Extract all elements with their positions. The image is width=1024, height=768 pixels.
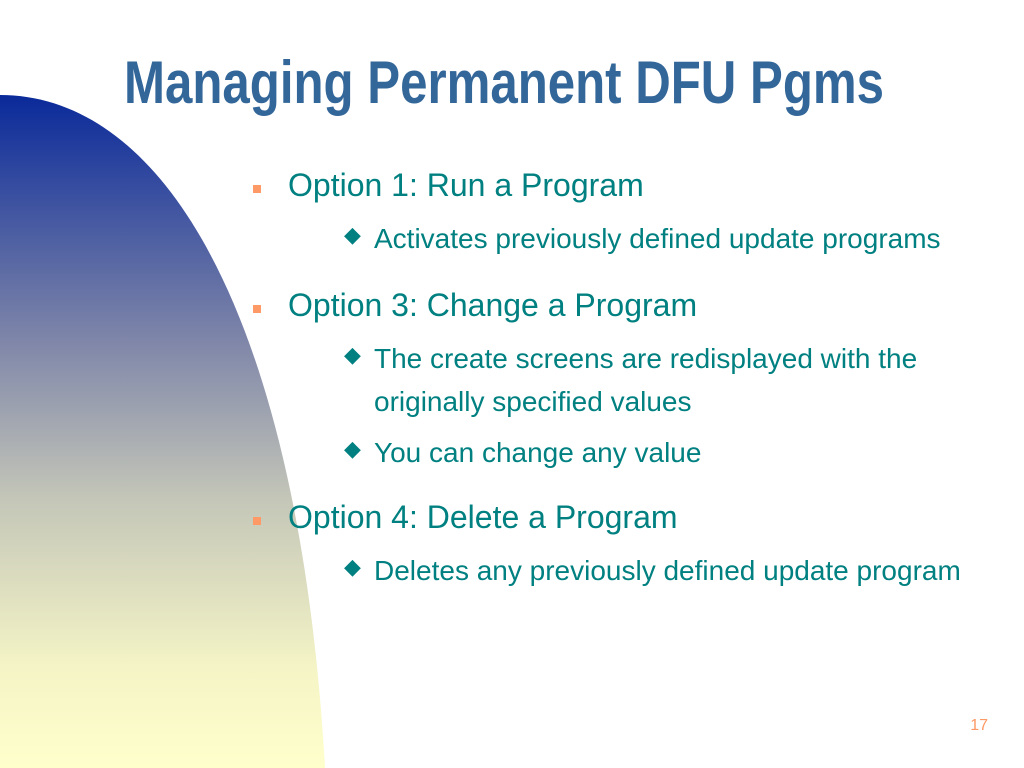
sub-bullet-item: ◆ You can change any value xyxy=(288,431,1008,474)
bullet-text: Option 1: Run a Program xyxy=(288,167,644,203)
bullet-item: Option 1: Run a Program ◆ Activates prev… xyxy=(248,165,1008,260)
bullet-item: Option 4: Delete a Program ◆ Deletes any… xyxy=(248,497,1008,592)
orange-square-icon xyxy=(253,517,261,525)
sub-bullet-list: ◆ Deletes any previously defined update … xyxy=(288,549,1008,592)
orange-square-icon xyxy=(253,305,261,313)
sub-bullet-text: Activates previously defined update prog… xyxy=(374,223,941,254)
sub-bullet-item: ◆ Deletes any previously defined update … xyxy=(288,549,1008,592)
page-number: 17 xyxy=(970,717,988,734)
orange-square-icon xyxy=(253,185,261,193)
diamond-icon: ◆ xyxy=(344,554,361,579)
sub-bullet-list: ◆ Activates previously defined update pr… xyxy=(288,217,1008,260)
slide-title: Managing Permanent DFU Pgms xyxy=(124,49,884,116)
diamond-icon: ◆ xyxy=(344,342,361,367)
sub-bullet-text: Deletes any previously defined update pr… xyxy=(374,555,961,586)
bullet-text: Option 4: Delete a Program xyxy=(288,499,678,535)
diamond-icon: ◆ xyxy=(344,436,361,461)
slide-content: Option 1: Run a Program ◆ Activates prev… xyxy=(248,165,1008,600)
bullet-text: Option 3: Change a Program xyxy=(288,287,698,323)
bullet-item: Option 3: Change a Program ◆ The create … xyxy=(248,285,1008,474)
sub-bullet-text: The create screens are redisplayed with … xyxy=(374,343,918,417)
sub-bullet-list: ◆ The create screens are redisplayed wit… xyxy=(288,337,1008,474)
sub-bullet-item: ◆ Activates previously defined update pr… xyxy=(288,217,1008,260)
gradient-arc-decoration xyxy=(0,95,325,768)
sub-bullet-item: ◆ The create screens are redisplayed wit… xyxy=(288,337,1008,423)
sub-bullet-text: You can change any value xyxy=(374,437,702,468)
diamond-icon: ◆ xyxy=(344,222,361,247)
